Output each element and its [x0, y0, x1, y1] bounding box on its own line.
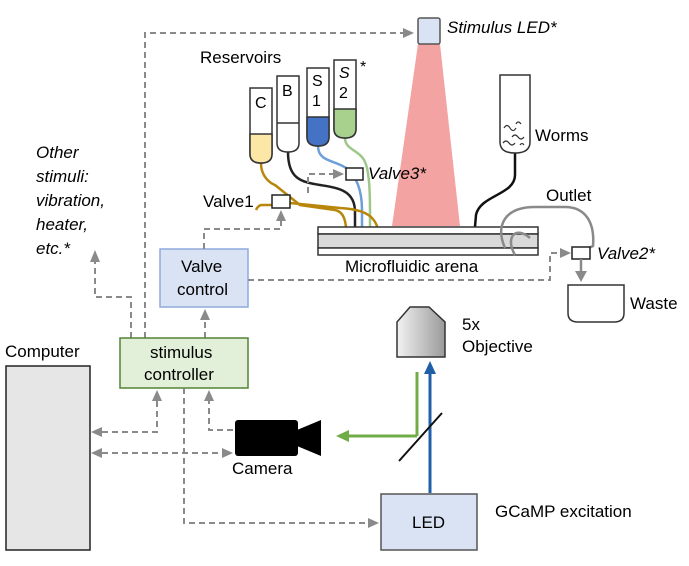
svg-text:Other: Other: [36, 143, 80, 162]
dashed-link-camera-controller: [208, 401, 233, 431]
microfluidic-arena: [317, 226, 539, 256]
microfluidic-arena-label: Microfluidic arena: [345, 257, 479, 276]
arrowhead-valve3: [333, 169, 344, 179]
svg-text:etc.*: etc.*: [36, 239, 71, 258]
stimulus-led-label: Stimulus LED*: [447, 18, 558, 37]
arrowhead-other-stimuli: [90, 250, 100, 262]
tubing-c-branch: [254, 203, 272, 211]
svg-text:heater,: heater,: [36, 215, 88, 234]
arrowhead-valve1: [276, 210, 286, 221]
computer-label: Computer: [5, 342, 80, 361]
svg-text:C: C: [255, 95, 267, 112]
valve-control-label-line2: control: [177, 280, 228, 299]
worms-icon: [502, 121, 525, 146]
valve2-icon: [571, 246, 591, 260]
dashed-link-valve3: [307, 173, 333, 193]
excitation-led-box: [380, 493, 478, 551]
worms-tube: [499, 74, 531, 154]
valve2-label: Valve2*: [597, 244, 656, 263]
stimulus-controller-label-line1: stimulus: [150, 343, 212, 362]
reservoir-b: B: [276, 75, 300, 153]
computer-box: [5, 365, 91, 551]
other-stimuli-label: Other stimuli: vibration, heater, etc.*: [36, 143, 105, 258]
dashed-link-valve1: [203, 220, 282, 249]
waste-label: Waste: [630, 294, 678, 313]
svg-text:S: S: [312, 73, 323, 90]
svg-text:B: B: [282, 83, 293, 100]
tubing-worms: [471, 153, 517, 251]
stimulus-controller-label-line2: controller: [144, 365, 214, 384]
outlet-tubing: [500, 205, 595, 254]
arrowhead-valve2: [560, 248, 571, 258]
svg-text:2: 2: [339, 85, 348, 102]
objective-label-line2: Objective: [462, 337, 533, 356]
dichroic-mirror-icon: [398, 412, 443, 462]
arrowhead-computer-from-camera: [91, 448, 102, 458]
svg-text:1: 1: [312, 93, 321, 110]
objective-label-line1: 5x: [462, 315, 480, 334]
valve3-label: Valve3*: [368, 164, 427, 183]
arrowhead-stimulus-led: [403, 28, 414, 38]
dashed-link-stimulus-led: [144, 32, 404, 338]
gcamp-excitation-label: GCaMP excitation: [495, 502, 632, 521]
arrowhead-camera-from-computer: [222, 448, 233, 458]
arrowhead-computer-from-controller: [91, 427, 102, 437]
worms-label: Worms: [535, 126, 589, 145]
arrowhead-controller-from-computer: [152, 390, 162, 401]
valve3-icon: [345, 167, 364, 181]
stimulus-controller-box: [119, 337, 249, 389]
tubing-b: [286, 151, 357, 250]
reservoir-s1: S 1: [306, 67, 330, 147]
svg-text:*: *: [360, 59, 366, 76]
emission-arrowhead: [336, 430, 349, 442]
reservoir-s2: S 2 *: [333, 59, 366, 139]
camera-icon: [235, 420, 321, 456]
reservoir-c: C: [249, 87, 273, 164]
excitation-led-label: LED: [412, 513, 445, 532]
tubing-s2: [343, 137, 372, 250]
excitation-arrowhead: [424, 361, 436, 374]
stimulus-light-beam: [392, 44, 460, 226]
dashed-link-other-stimuli: [94, 262, 132, 338]
dashed-link-controller-led: [183, 388, 368, 524]
valve1-icon: [271, 194, 291, 209]
valve1-label: Valve1: [203, 192, 254, 211]
dashed-link-valve2: [248, 252, 561, 281]
svg-text:S: S: [339, 65, 350, 82]
svg-text:vibration,: vibration,: [36, 191, 105, 210]
outlet-label: Outlet: [546, 186, 592, 205]
svg-text:stimuli:: stimuli:: [36, 167, 89, 186]
valve-control-label-line1: Valve: [181, 257, 222, 276]
camera-label: Camera: [232, 459, 293, 478]
waste-container-icon: [567, 284, 625, 323]
reservoirs-label: Reservoirs: [200, 48, 281, 67]
arrowhead-led: [368, 518, 379, 528]
dashed-link-computer-controller: [102, 401, 158, 433]
arrowhead-valve-control: [200, 309, 210, 320]
objective-icon: [396, 306, 446, 358]
arrowhead-waste: [575, 271, 587, 282]
valve-control-box: [159, 248, 249, 308]
outlet-tubing-inner: [509, 231, 531, 256]
arrowhead-controller-from-camera: [204, 390, 214, 401]
stimulus-led-icon: [417, 17, 441, 45]
